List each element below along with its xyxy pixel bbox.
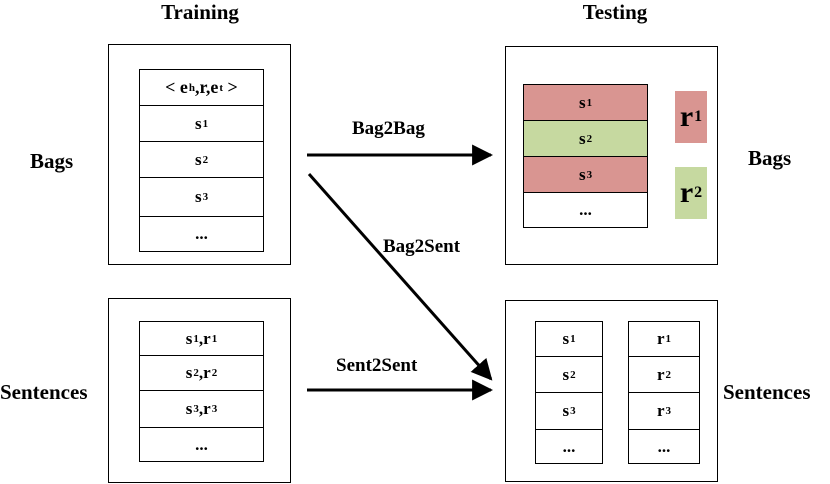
head-subscript: h <box>188 81 196 94</box>
cell-text: s <box>194 187 202 206</box>
index-subscript: 1 <box>202 117 209 130</box>
right-bags-label: Bags <box>748 146 792 170</box>
cell-text: s <box>562 401 570 420</box>
left-bags-label: Bags <box>30 149 74 173</box>
cell-text: s <box>194 113 202 133</box>
cell-text: s <box>194 149 202 169</box>
cell-text: r <box>679 176 694 209</box>
cell-text: s <box>578 128 586 148</box>
index-subscript: 1 <box>665 333 672 345</box>
bag-header-close: > <box>223 77 238 97</box>
training-header: Training <box>161 0 239 24</box>
cell-text: s <box>185 363 193 382</box>
index-subscript: 3 <box>586 168 593 181</box>
cell-text: ... <box>657 436 671 456</box>
index-subscript: 1 <box>570 333 576 345</box>
cell-text: s <box>562 364 570 384</box>
index-subscript: 2 <box>193 367 199 379</box>
cell-text: s <box>578 92 586 112</box>
cell-text: ... <box>195 434 208 454</box>
index-subscript: 1 <box>193 332 199 345</box>
bag2sent-label: Bag2Sent <box>383 236 461 257</box>
cell-text: r <box>656 329 665 348</box>
index-subscript: 2 <box>694 184 703 201</box>
cell-text: r <box>656 364 665 384</box>
index-subscript: 1 <box>694 108 703 125</box>
cell-text: s <box>578 164 586 184</box>
index-subscript: 3 <box>665 405 672 417</box>
test-relation-more: ... <box>628 429 700 464</box>
index-subscript: 3 <box>193 403 199 415</box>
cell-text: r <box>656 401 665 420</box>
index-subscript: 3 <box>570 405 576 417</box>
cell-text: ... <box>579 200 592 219</box>
testing-header: Testing <box>582 0 648 24</box>
index-subscript: 1 <box>586 96 593 109</box>
cell-text: ... <box>195 224 208 243</box>
bag-header-open: < e <box>165 77 188 97</box>
index-subscript: 2 <box>211 367 218 379</box>
cell-text: r <box>679 100 694 133</box>
bag2bag-label: Bag2Bag <box>352 118 425 139</box>
index-subscript: 3 <box>211 403 218 415</box>
cell-text: ,r <box>198 328 211 348</box>
bag-header-mid: ,r,e <box>195 77 219 97</box>
bag-sentence-more: ... <box>139 216 264 252</box>
cell-text: ,r <box>198 399 211 418</box>
right-sentences-label: Sentences <box>723 380 811 404</box>
cell-text: s <box>562 329 570 348</box>
index-subscript: 2 <box>665 368 672 381</box>
left-sentences-label: Sentences <box>0 380 88 404</box>
test-bag-sentence-more: ... <box>523 192 648 228</box>
cell-text: ... <box>562 436 576 456</box>
index-subscript: 2 <box>202 153 209 166</box>
cell-text: s <box>185 328 193 348</box>
index-subscript: 1 <box>211 332 218 345</box>
index-subscript: 2 <box>586 132 593 145</box>
index-subscript: 2 <box>570 368 576 381</box>
sent2sent-label: Sent2Sent <box>336 355 418 376</box>
bag2sent-arrow <box>307 173 493 381</box>
test-sentence-more: ... <box>535 429 603 464</box>
index-subscript: 3 <box>202 191 209 203</box>
cell-text: s <box>185 399 193 418</box>
cell-text: ,r <box>198 363 211 382</box>
sent-pair-more: ... <box>139 427 264 462</box>
tail-subscript: t <box>219 81 224 94</box>
